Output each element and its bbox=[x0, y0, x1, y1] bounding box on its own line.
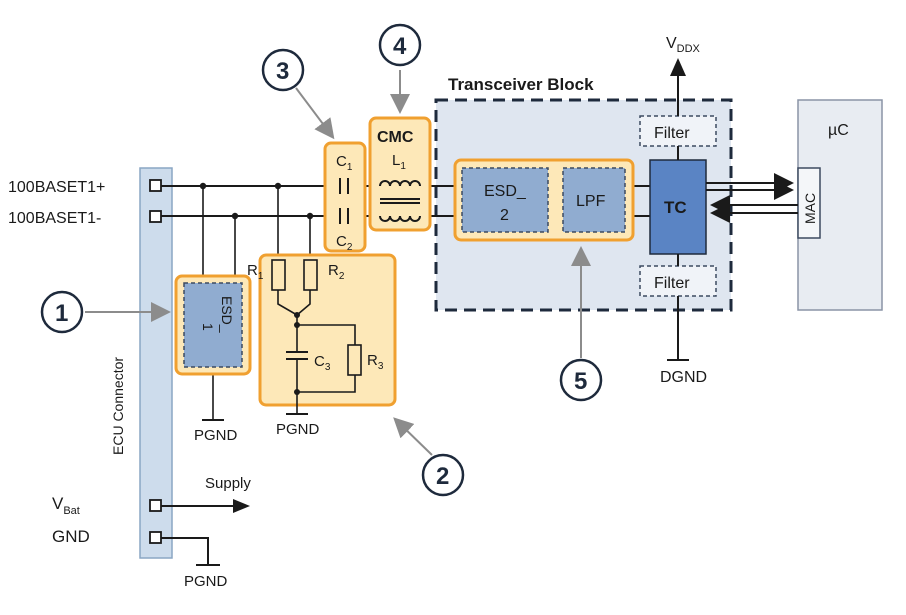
ecu-connector bbox=[139, 167, 173, 559]
resistor-r1 bbox=[271, 259, 286, 291]
port-plus-label: 100BASET1+ bbox=[8, 179, 105, 196]
mac-label: MAC bbox=[802, 193, 818, 224]
tc-label: TC bbox=[664, 198, 687, 217]
pgnd-rc-label: PGND bbox=[276, 421, 320, 438]
esd2-label-line1: ESD_ bbox=[484, 183, 527, 200]
svg-text:2: 2 bbox=[436, 463, 449, 490]
dgnd-label: DGND bbox=[660, 369, 707, 386]
vddx-label: VDDX bbox=[666, 35, 701, 55]
tc-box bbox=[649, 159, 707, 255]
pgnd-connector-label: PGND bbox=[184, 573, 228, 590]
svg-text:1: 1 bbox=[55, 300, 68, 327]
pin-100baset1-plus bbox=[149, 179, 162, 192]
pin-gnd bbox=[149, 531, 162, 544]
svg-text:3: 3 bbox=[276, 58, 289, 85]
supply-label: Supply bbox=[205, 475, 251, 492]
vbat-label: VBat bbox=[52, 494, 80, 517]
cmc-coil-top bbox=[379, 180, 421, 187]
esd1-box bbox=[183, 282, 243, 368]
ecu-connector-label: ECU Connector bbox=[110, 357, 126, 455]
esd2-label-line2: 2 bbox=[500, 207, 509, 224]
pin-100baset1-minus bbox=[149, 210, 162, 223]
callout-5: 5 bbox=[559, 358, 603, 402]
callout-3: 3 bbox=[261, 48, 305, 92]
transceiver-block-title: Transceiver Block bbox=[448, 75, 594, 94]
highlight-capacitors bbox=[323, 141, 367, 253]
c1-label: C1 bbox=[336, 153, 353, 173]
callout-2: 2 bbox=[421, 453, 465, 497]
pgnd-esd1-label: PGND bbox=[194, 427, 238, 444]
microcontroller-label: µC bbox=[828, 122, 849, 139]
lpf-box bbox=[562, 167, 626, 233]
filter-bottom-label: Filter bbox=[654, 275, 690, 292]
esd2-box bbox=[461, 167, 549, 233]
esd1-label-num: 1 bbox=[200, 323, 216, 331]
r2-label: R2 bbox=[328, 262, 345, 282]
c3-label: C3 bbox=[314, 353, 331, 373]
r1-label: R1 bbox=[247, 262, 264, 282]
callout-4: 4 bbox=[378, 23, 422, 67]
c2-label: C2 bbox=[336, 233, 353, 253]
mac-box bbox=[797, 167, 821, 239]
svg-text:5: 5 bbox=[574, 368, 587, 395]
gnd-label: GND bbox=[52, 527, 90, 546]
resistor-r3 bbox=[347, 344, 362, 376]
cmc-label: CMC bbox=[377, 129, 414, 146]
filter-top-label: Filter bbox=[654, 125, 690, 142]
callout-1: 1 bbox=[40, 290, 84, 334]
cmc-coil-bottom bbox=[379, 215, 421, 222]
esd1-label: ESD_ bbox=[219, 296, 235, 333]
port-minus-label: 100BASET1- bbox=[8, 210, 101, 227]
svg-text:4: 4 bbox=[393, 33, 407, 60]
resistor-r2 bbox=[303, 259, 318, 291]
l1-label: L1 bbox=[392, 152, 406, 172]
pin-vbat bbox=[149, 499, 162, 512]
filter-top bbox=[639, 115, 717, 147]
filter-bottom bbox=[639, 265, 717, 297]
lpf-label: LPF bbox=[576, 193, 606, 210]
r3-label: R3 bbox=[367, 352, 384, 372]
